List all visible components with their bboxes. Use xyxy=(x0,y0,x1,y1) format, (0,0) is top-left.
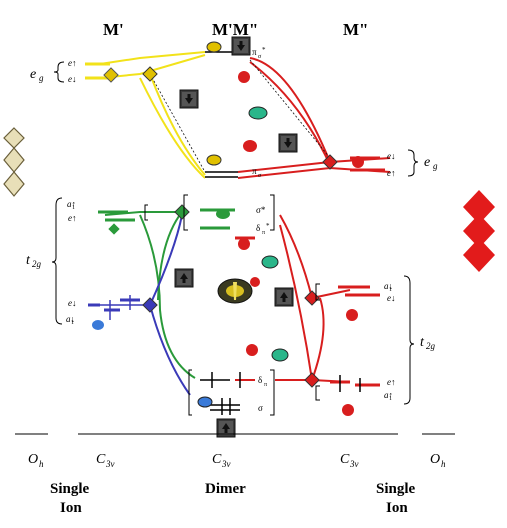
delta-pi-label: δ xyxy=(258,375,262,385)
t2g-label-right: t xyxy=(420,335,425,350)
pi-sigma-star-label: π xyxy=(252,47,257,57)
right-oh-label: O xyxy=(430,452,440,467)
a1-sub: 1 xyxy=(72,205,75,211)
symmetry-labels: O h C 3v C 3v C 3v O h xyxy=(28,452,446,469)
eg-label-right: e xyxy=(424,155,430,170)
header-center: M'M" xyxy=(212,20,258,39)
t2g-label: t xyxy=(26,253,31,268)
a1-sub-right-2: 1 xyxy=(389,396,392,402)
octahedron-icon-left xyxy=(3,127,25,197)
left-c3v-sub: 3v xyxy=(105,459,115,469)
eg-sub: g xyxy=(39,73,44,83)
right-t2g-levels xyxy=(330,285,380,416)
right-oh-sub: h xyxy=(441,459,446,469)
header-right: M" xyxy=(343,20,368,39)
dimer-levels xyxy=(200,51,255,415)
left-t2g-label: t 2g a↑ 1 e↑ e↓ a↓ 1 xyxy=(26,199,77,326)
e-down-label-right: e↓ xyxy=(387,151,396,161)
pi-sigma-star-sub: σ xyxy=(258,54,262,60)
a1-down-label-right: a↓ xyxy=(384,281,393,291)
left-t2g-levels xyxy=(88,210,140,330)
right-eg-levels xyxy=(350,156,385,172)
center-c3v-sub: 3v xyxy=(221,459,231,469)
left-oh-label: O xyxy=(28,452,38,467)
arrow-up-box-icon xyxy=(274,287,294,307)
delta-pi-star-sub: π xyxy=(262,230,265,236)
a1-sub-right: 1 xyxy=(389,287,392,293)
correlation-lines xyxy=(90,51,391,396)
left-c3v-label: C xyxy=(96,452,106,467)
captions: Single Ion Dimer Single Ion xyxy=(50,481,416,516)
right-c3v-label: C xyxy=(340,452,350,467)
e-up-t2g-label: e↑ xyxy=(68,213,77,223)
orbital-lobe-icon xyxy=(197,41,289,408)
left-caption-line1: Single xyxy=(50,481,90,497)
right-c3v-sub: 3v xyxy=(349,459,359,469)
a1-sub-2: 1 xyxy=(71,320,74,326)
a1-down-label: a↓ xyxy=(66,314,75,324)
e-down-label: e↓ xyxy=(68,74,77,84)
e-down-t2g-label-right: e↓ xyxy=(387,293,396,303)
e-up-label-right: e↑ xyxy=(387,168,396,178)
pi-sigma-star-sup: * xyxy=(262,46,266,54)
eg-sub-right: g xyxy=(433,161,438,171)
central-orbital-icon xyxy=(217,278,253,304)
pi-sigma-label: π xyxy=(252,166,257,176)
t2g-sub-right: 2g xyxy=(426,341,436,351)
delta-pi-star-sup: * xyxy=(266,222,270,230)
dimer-labels: π σ * π σ σ* δ π * δ π σ xyxy=(252,46,270,413)
left-eg-label: e g e↑ e↓ xyxy=(30,58,77,84)
delta-pi-star-label: δ xyxy=(256,223,260,233)
header-left: M' xyxy=(103,20,124,39)
left-oh-sub: h xyxy=(39,459,44,469)
right-t2g-label: a↓ 1 e↓ t 2g e↑ a↑ 1 xyxy=(384,281,436,402)
octahedron-icon-right xyxy=(463,190,495,272)
delta-pi-sub: π xyxy=(264,382,267,388)
eg-label: e xyxy=(30,67,36,82)
left-eg-levels xyxy=(85,62,119,83)
center-caption: Dimer xyxy=(205,481,246,497)
sigma-label: σ xyxy=(258,403,263,413)
center-c3v-label: C xyxy=(212,452,222,467)
bracket-lines xyxy=(51,61,419,416)
right-caption-line1: Single xyxy=(376,481,416,497)
e-up-t2g-label-right: e↑ xyxy=(387,377,396,387)
t2g-sub: 2g xyxy=(32,259,42,269)
left-caption-line2: Ion xyxy=(60,500,82,516)
arrow-up-box-icon xyxy=(174,268,194,288)
diamond-node-icon xyxy=(142,66,338,388)
right-caption-line2: Ion xyxy=(386,500,408,516)
a1-up-label-right: a↑ xyxy=(384,390,393,400)
arrow-down-box-icon xyxy=(179,89,199,109)
e-down-t2g-label: e↓ xyxy=(68,298,77,308)
sigma-star-label: σ* xyxy=(256,205,266,215)
arrow-down-box-icon xyxy=(231,36,251,56)
arrow-down-box-icon xyxy=(278,133,298,153)
e-up-label: e↑ xyxy=(68,58,77,68)
right-eg-label: e↓ e↑ e g xyxy=(387,151,438,178)
a1-up-label: a↑ xyxy=(67,199,76,209)
pi-sigma-sub: σ xyxy=(258,173,262,179)
